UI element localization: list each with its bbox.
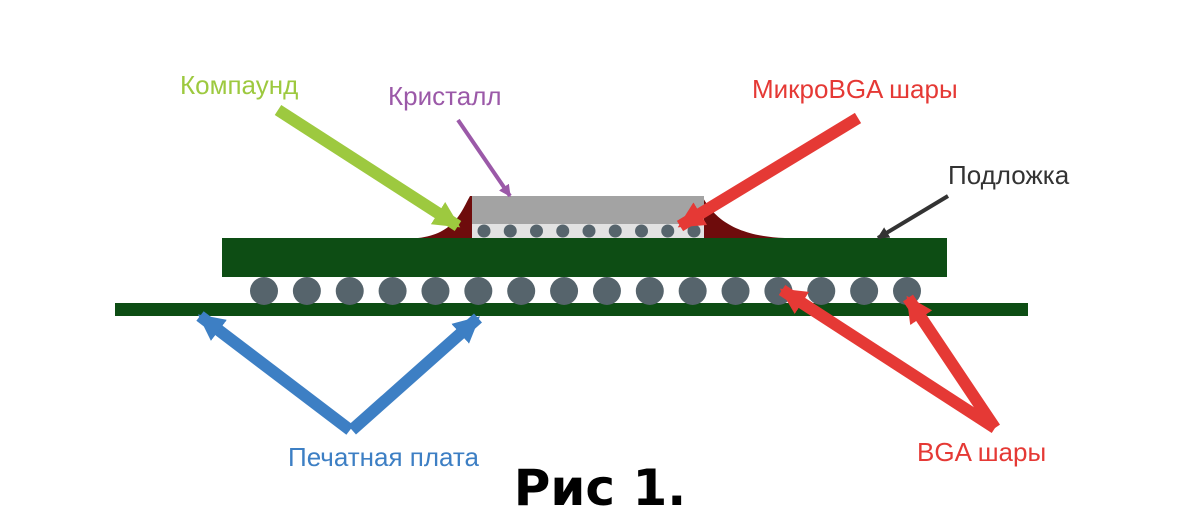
bga-balls: [250, 277, 921, 305]
micro-bga-ball: [582, 224, 596, 238]
bga-ball: [721, 277, 750, 305]
pcb-board: [115, 303, 1028, 316]
crystal: [472, 196, 704, 224]
bga-ball: [550, 277, 579, 305]
bga-ball: [292, 277, 321, 305]
micro-bga-ball: [635, 224, 648, 238]
micro-bga-ball: [556, 224, 570, 238]
micro-bga-balls: [477, 224, 701, 238]
bga-ball: [378, 277, 407, 305]
bga-ball: [507, 277, 536, 305]
arrow-compound: [274, 104, 462, 232]
arrow-substrate: [876, 194, 950, 240]
compound-left: [418, 196, 480, 238]
micro-bga-ball: [661, 224, 675, 238]
arrow-pcb-right: [348, 313, 482, 435]
arrow-bga-right: [903, 294, 1000, 432]
bga-ball: [464, 277, 493, 305]
label-compound: Компаунд: [180, 70, 299, 100]
bga-ball: [807, 277, 836, 305]
arrow-micro-bga: [676, 112, 862, 232]
bga-ball: [592, 277, 621, 305]
compound-right: [690, 196, 785, 238]
bga-ball: [635, 277, 664, 305]
bga-ball: [250, 277, 278, 305]
label-micro-bga: МикроBGA шары: [752, 74, 958, 104]
micro-bga-ball: [503, 224, 517, 238]
arrow-pcb-left: [196, 311, 354, 435]
label-pcb: Печатная плата: [288, 442, 479, 472]
substrate: [222, 238, 947, 277]
arrow-crystal: [456, 118, 512, 198]
label-bga: BGA шары: [917, 437, 1047, 467]
bga-ball: [678, 277, 707, 305]
figure-caption: Рис 1.: [513, 459, 687, 517]
bga-ball: [421, 277, 450, 305]
micro-bga-ball: [530, 224, 543, 238]
arrow-bga-left: [778, 284, 999, 434]
micro-bga-ball: [687, 224, 701, 238]
label-substrate: Подложка: [948, 160, 1070, 190]
label-crystal: Кристалл: [388, 81, 502, 111]
micro-bga-ball: [608, 224, 622, 238]
bga-ball: [335, 277, 364, 305]
micro-bga-ball: [477, 224, 491, 238]
bga-ball: [850, 277, 879, 305]
